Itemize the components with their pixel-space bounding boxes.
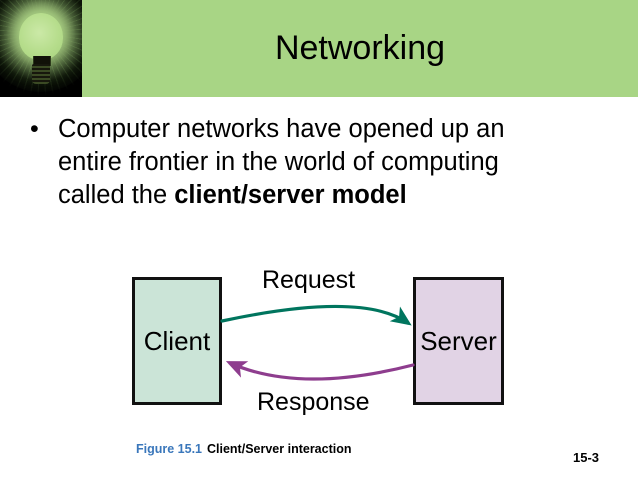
diagram-node-server: Server [413, 277, 504, 405]
page-number: 15-3 [573, 450, 600, 465]
bullet-item: • Computer networks have opened up an en… [30, 113, 610, 212]
figure-caption-text: Client/Server interaction [207, 442, 352, 456]
request-arrow [220, 304, 412, 326]
request-arrow-label: Request [262, 266, 356, 294]
lightbulb-glass-icon [19, 13, 63, 60]
lightbulb-base-icon [32, 64, 50, 84]
bullet-text-emphasis: client/server model [174, 181, 407, 209]
bullet-marker-icon: • [30, 115, 39, 143]
header-band [0, 0, 638, 97]
bullet-text-normal: Computer networks have opened up an enti… [58, 115, 505, 209]
response-arrow-label: Response [257, 388, 370, 416]
bullet-text: Computer networks have opened up an enti… [58, 113, 568, 212]
slide-title: Networking [274, 29, 446, 67]
diagram-node-server-label: Server [420, 325, 497, 356]
diagram-node-client-label: Client [143, 325, 211, 356]
lightbulb-icon [0, 0, 82, 97]
figure-caption: Figure 15.1 Client/Server interaction [136, 442, 352, 456]
diagram-node-client: Client [132, 277, 222, 405]
response-arrow [225, 361, 415, 381]
lightbulb-neck-icon [33, 56, 51, 66]
figure-caption-number: Figure 15.1 [136, 442, 202, 456]
bullet-list: • Computer networks have opened up an en… [30, 113, 610, 212]
